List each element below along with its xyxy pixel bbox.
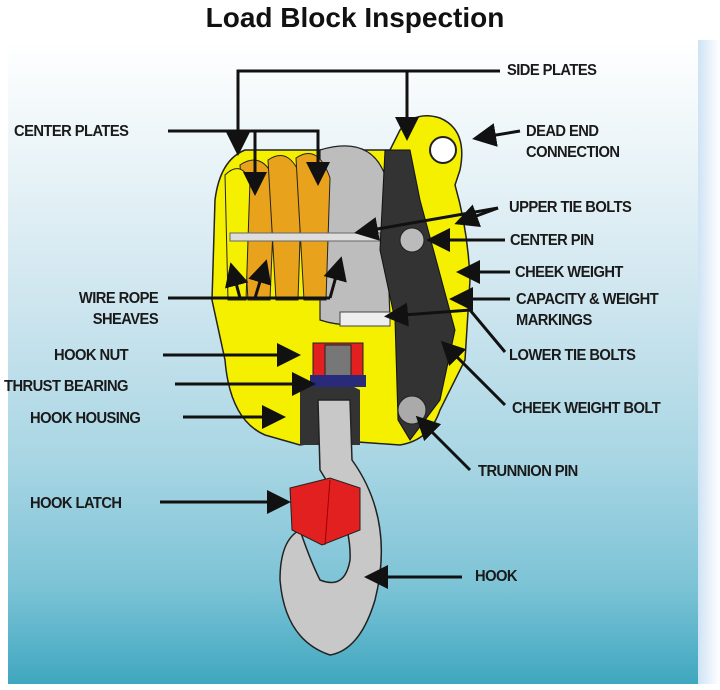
label-dead-end-2: CONNECTION xyxy=(526,144,620,161)
label-capacity-1: CAPACITY & WEIGHT xyxy=(516,291,659,308)
label-wire-rope-2: SHEAVES xyxy=(92,311,159,328)
label-hook-latch: HOOK LATCH xyxy=(30,495,122,512)
label-hook-nut: HOOK NUT xyxy=(54,347,129,364)
label-center-pin: CENTER PIN xyxy=(510,232,594,249)
label-trunnion-pin: TRUNNION PIN xyxy=(478,463,578,480)
label-side-plates: SIDE PLATES xyxy=(507,62,597,79)
label-upper-tie-bolts: UPPER TIE BOLTS xyxy=(509,199,632,216)
label-cheek-weight: CHEEK WEIGHT xyxy=(515,264,623,281)
label-dead-end-1: DEAD END xyxy=(526,123,599,140)
leader-lines xyxy=(160,69,521,589)
label-thrust-bearing: THRUST BEARING xyxy=(4,378,128,395)
label-hook: HOOK xyxy=(475,568,518,585)
hook-latch xyxy=(289,477,361,546)
label-center-plates: CENTER PLATES xyxy=(14,123,129,140)
label-lower-tie-bolts: LOWER TIE BOLTS xyxy=(509,347,636,364)
label-capacity-2: MARKINGS xyxy=(516,312,592,329)
block-body xyxy=(211,115,471,446)
label-wire-rope-1: WIRE ROPE xyxy=(78,290,159,307)
label-cheek-weight-bolt: CHEEK WEIGHT BOLT xyxy=(512,400,661,417)
right-edge xyxy=(698,40,720,684)
label-hook-housing: HOOK HOUSING xyxy=(30,410,141,427)
diagram-title: Load Block Inspection xyxy=(205,2,505,33)
